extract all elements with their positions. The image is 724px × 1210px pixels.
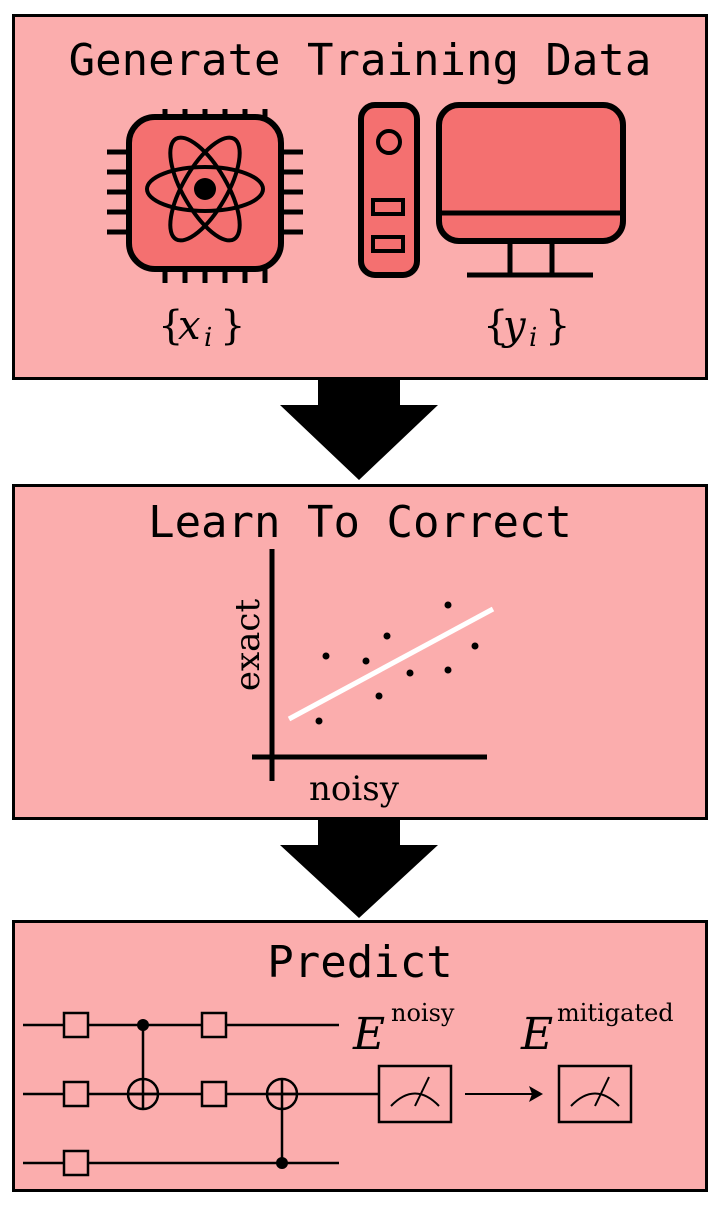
quantum-data-label: { x i } <box>158 303 246 353</box>
monitor-icon <box>436 102 626 278</box>
data-point <box>471 642 479 650</box>
classical-data-label: { y i } <box>483 303 571 353</box>
meter-icon <box>557 1064 633 1124</box>
data-point <box>315 717 323 725</box>
mitigated-expectation-label: E mitigated <box>521 999 674 1060</box>
noisy-expectation-label: E noisy <box>353 999 455 1060</box>
panel-generate-training-data: Generate Training Data <box>12 14 708 380</box>
data-point <box>375 692 383 700</box>
fit-line <box>287 606 495 722</box>
quantum-chip-icon <box>107 109 303 283</box>
scatter-plot <box>252 549 495 781</box>
control-dot <box>137 1019 149 1031</box>
meter-icon <box>377 1064 453 1124</box>
data-point <box>383 632 391 640</box>
control-dot <box>276 1157 288 1169</box>
gate-box <box>200 1080 228 1108</box>
data-point <box>362 657 370 665</box>
data-point <box>322 652 330 660</box>
panel-title-generate: Generate Training Data <box>68 35 652 86</box>
gate-box <box>62 1080 90 1108</box>
gate-box <box>200 1011 228 1039</box>
gate-box <box>62 1011 90 1039</box>
panel-title-predict: Predict <box>267 937 453 988</box>
quantum-circuit <box>23 1011 633 1177</box>
computer-tower-icon <box>358 102 420 278</box>
panel-learn-to-correct: Learn To Correct noisy exact <box>12 484 708 820</box>
panel-predict: Predict <box>12 920 708 1192</box>
right-arrow-icon <box>465 1086 543 1102</box>
panel-title-learn: Learn To Correct <box>148 497 572 548</box>
x-axis-label: noisy <box>309 769 399 809</box>
data-point <box>406 669 414 677</box>
data-point <box>444 666 452 674</box>
data-point <box>444 601 452 609</box>
gate-box <box>62 1149 90 1177</box>
